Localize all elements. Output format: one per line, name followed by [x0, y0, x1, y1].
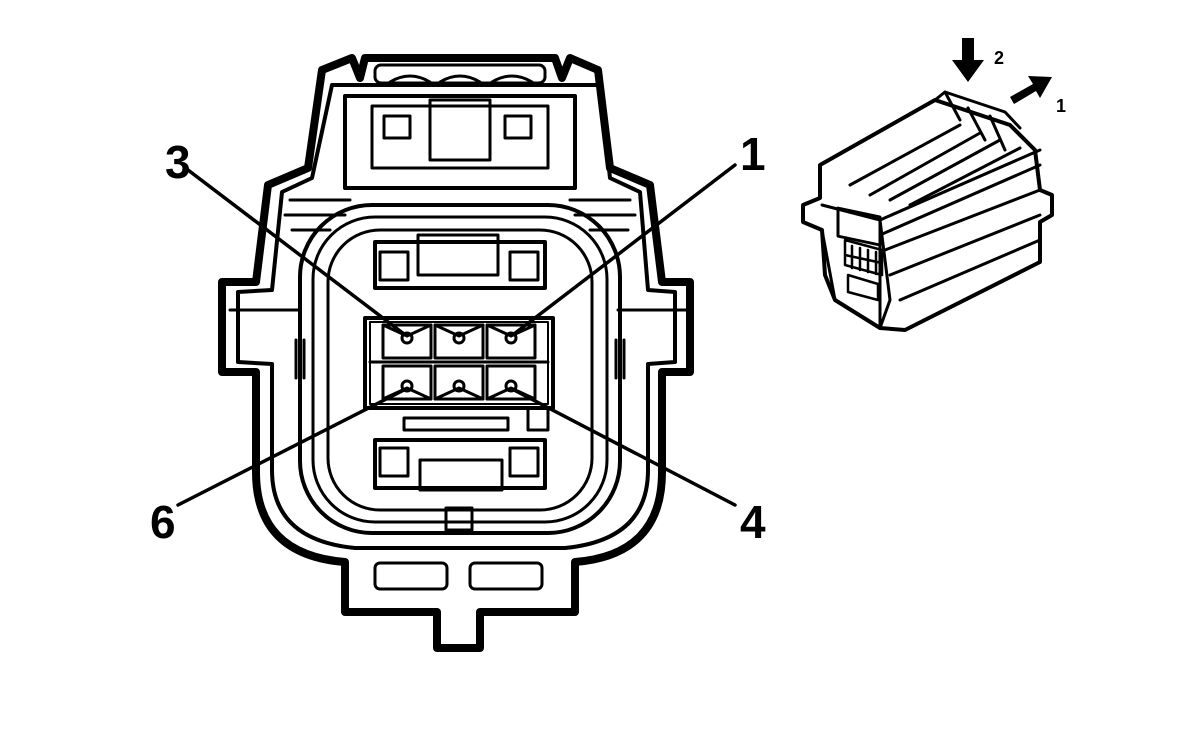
- upper-lock-inner-2: [508, 250, 540, 282]
- callout-label-pin-6: 6: [150, 496, 176, 548]
- arrow-diagonal-icon: [1010, 76, 1052, 104]
- leader-pin-3: [186, 168, 406, 336]
- terminal-pin-1: [504, 331, 518, 345]
- bottom-slot-right: [468, 561, 544, 591]
- terminal-pin-5: [452, 379, 466, 393]
- connector-isometric-view: [801, 90, 1054, 332]
- latch-top-loops: [388, 74, 534, 84]
- lower-lock-inner: [378, 446, 410, 478]
- polarizing-key: [526, 406, 550, 432]
- seal-ring-mid: [311, 215, 609, 524]
- iso-front-face: [820, 203, 892, 330]
- cavity-row-top: [381, 323, 537, 360]
- terminal-block: [363, 316, 555, 410]
- cavity-pin-1: [485, 323, 537, 360]
- lower-lock-center: [418, 458, 504, 492]
- bottom-center-tab: [444, 506, 474, 532]
- callout-label-pin-3: 3: [165, 136, 191, 188]
- housing-inner-contour: [236, 83, 677, 550]
- callout-label-pin-1: 1: [740, 128, 766, 180]
- terminal-pin-4: [504, 379, 518, 393]
- connector-face-view: [218, 54, 694, 652]
- iso-top-ribs: [848, 90, 1022, 207]
- polarizing-bar: [402, 416, 510, 432]
- cavity-pin-4: [485, 364, 537, 401]
- terminal-pin-3: [400, 331, 414, 345]
- lower-lock-window: [373, 438, 547, 490]
- terminal-pin-6: [400, 379, 414, 393]
- lower-lock-inner-2: [508, 446, 540, 478]
- latch-housing: [343, 94, 577, 190]
- latch-tab-top: [373, 63, 547, 85]
- release-step-label-1: 1: [1056, 96, 1066, 116]
- cavity-pin-2: [433, 323, 485, 360]
- upper-lock-window: [373, 240, 547, 290]
- cavity-pin-5: [433, 364, 485, 401]
- release-direction-arrows: [952, 38, 1052, 104]
- upper-lock-center: [416, 233, 500, 277]
- upper-lock-inner: [378, 250, 410, 282]
- callout-label-pin-4: 4: [740, 496, 766, 548]
- latch-inner: [370, 104, 550, 170]
- shoulder-lines: [283, 198, 637, 232]
- leader-pin-6: [176, 388, 406, 507]
- cavity-row-bottom: [381, 364, 537, 401]
- iso-side-bands: [878, 148, 1042, 330]
- latch-tab-right: [503, 114, 533, 140]
- latch-tab-left: [382, 114, 412, 140]
- seal-ring-outer: [298, 203, 622, 535]
- callout-leaders: [176, 163, 737, 507]
- arrow-down-icon: [952, 38, 984, 82]
- latch-block-center: [428, 98, 492, 162]
- cavity-pin-6: [381, 364, 433, 401]
- bottom-slot-left: [373, 561, 449, 591]
- cavity-pin-3: [381, 323, 433, 360]
- iso-body-outline: [801, 98, 1054, 332]
- housing-outline: [218, 54, 694, 652]
- iso-front-cavities: [843, 238, 884, 302]
- terminal-pin-2: [452, 331, 466, 345]
- seal-ring-inner: [326, 228, 594, 512]
- release-step-label-2: 2: [994, 48, 1004, 68]
- iso-front-window: [836, 206, 882, 247]
- leader-pin-1: [512, 163, 737, 336]
- side-ribs: [228, 308, 692, 380]
- leader-pin-4: [512, 388, 737, 507]
